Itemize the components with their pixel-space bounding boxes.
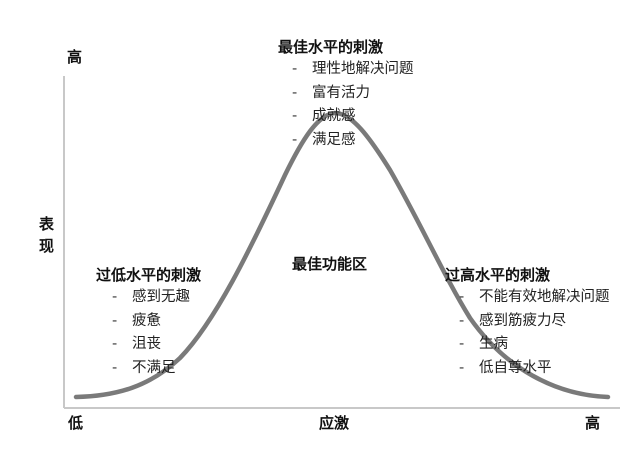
high-stimulation-title: 过高水平的刺激 (445, 266, 551, 284)
dash-icon: - (459, 336, 465, 352)
list-item: -理性地解决问题 (292, 58, 414, 82)
list-item: -不满足 (112, 357, 201, 381)
y-axis-high-label: 高 (67, 48, 83, 66)
dash-icon: - (459, 359, 465, 376)
high-stimulation-list: -不能有效地解决问题 -感到筋疲力尽 -生病 -低自尊水平 (459, 286, 610, 380)
x-axis-high-label: 高 (585, 414, 601, 432)
dash-icon: - (292, 84, 298, 101)
dash-icon: - (112, 312, 118, 329)
low-stimulation-group: 过低水平的刺激 -感到无趣 -疲惫 -沮丧 -不满足 (96, 264, 201, 380)
dash-icon: - (112, 289, 118, 305)
optimal-zone-label: 最佳功能区 (292, 255, 368, 273)
list-item: -富有活力 (292, 82, 414, 106)
dash-icon: - (459, 289, 465, 305)
optimal-stimulation-group: 最佳水平的刺激 -理性地解决问题 -富有活力 -成就感 -满足感 (278, 36, 414, 152)
performance-curve (73, 110, 611, 400)
dash-icon: - (292, 108, 298, 124)
optimal-stimulation-title: 最佳水平的刺激 (278, 38, 384, 56)
list-item: -满足感 (292, 129, 414, 153)
list-item: -感到筋疲力尽 (459, 310, 610, 334)
dash-icon: - (292, 131, 298, 148)
low-stimulation-list: -感到无趣 -疲惫 -沮丧 -不满足 (112, 286, 201, 380)
optimal-stimulation-list: -理性地解决问题 -富有活力 -成就感 -满足感 (292, 58, 414, 152)
list-item: -沮丧 (112, 333, 201, 357)
list-item: -生病 (459, 333, 610, 357)
x-axis-low-label: 低 (68, 414, 84, 432)
y-axis-title: 表现 (39, 215, 55, 255)
dash-icon: - (112, 336, 118, 352)
list-item: -不能有效地解决问题 (459, 286, 610, 310)
dash-icon: - (292, 61, 298, 77)
list-item: -低自尊水平 (459, 357, 610, 381)
dash-icon: - (112, 359, 118, 376)
dash-icon: - (459, 312, 465, 329)
list-item: -成就感 (292, 105, 414, 129)
high-stimulation-group: 过高水平的刺激 -不能有效地解决问题 -感到筋疲力尽 -生病 -低自尊水平 (445, 264, 610, 380)
list-item: -疲惫 (112, 310, 201, 334)
x-axis-title: 应激 (319, 414, 350, 432)
low-stimulation-title: 过低水平的刺激 (96, 266, 202, 284)
list-item: -感到无趣 (112, 286, 201, 310)
